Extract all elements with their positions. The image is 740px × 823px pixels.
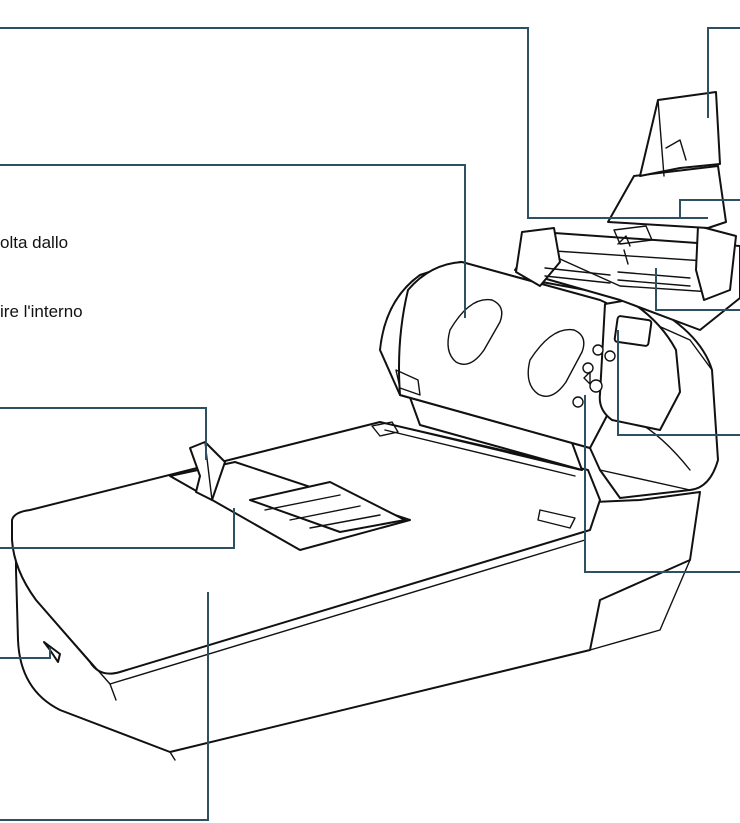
base-foot (589, 559, 691, 651)
callout-stacker (0, 508, 235, 549)
flatbed-unit (11, 421, 701, 761)
callout-cover-handle (0, 648, 51, 659)
panel-button-1 (592, 344, 604, 356)
adf-grip-left (447, 298, 503, 365)
callout-stacker-stopper (0, 407, 207, 460)
callout-chute-extension (707, 27, 740, 118)
callout-panel-buttons (584, 395, 740, 573)
side-guide-right (695, 225, 737, 301)
callout-side-guide (0, 27, 708, 219)
adf-grip-right (527, 328, 585, 397)
panel-arrow (583, 371, 591, 385)
lcd-display (613, 315, 653, 347)
callout-document-cover (0, 592, 209, 821)
chute-extension (607, 165, 727, 229)
chute-extension-top (639, 91, 721, 177)
operator-panel (572, 299, 681, 431)
label-text-fragment-1: olta dallo (0, 233, 69, 252)
panel-button-4 (589, 379, 603, 393)
panel-button-5 (572, 396, 584, 408)
adf-paper-chute (514, 91, 740, 331)
adf-left-intake (395, 369, 421, 396)
stacker-ridge (264, 494, 381, 529)
panel-button-2 (604, 350, 616, 362)
cover-edge-line (109, 683, 117, 701)
callout-chute-lower (655, 268, 740, 311)
panel-button-3 (582, 362, 594, 374)
cover-side-handle (43, 641, 61, 663)
base-bottom-edge (59, 709, 176, 761)
side-guide-left (515, 227, 561, 287)
label-text-fragment-2: ire l'interno (0, 302, 83, 321)
callout-lines (0, 27, 740, 821)
callout-adf-cover (0, 164, 466, 318)
callout-operator-panel (617, 330, 740, 436)
adf-lower-edge (599, 469, 691, 491)
callout-chute (679, 199, 740, 218)
stacker-extension (249, 481, 406, 533)
